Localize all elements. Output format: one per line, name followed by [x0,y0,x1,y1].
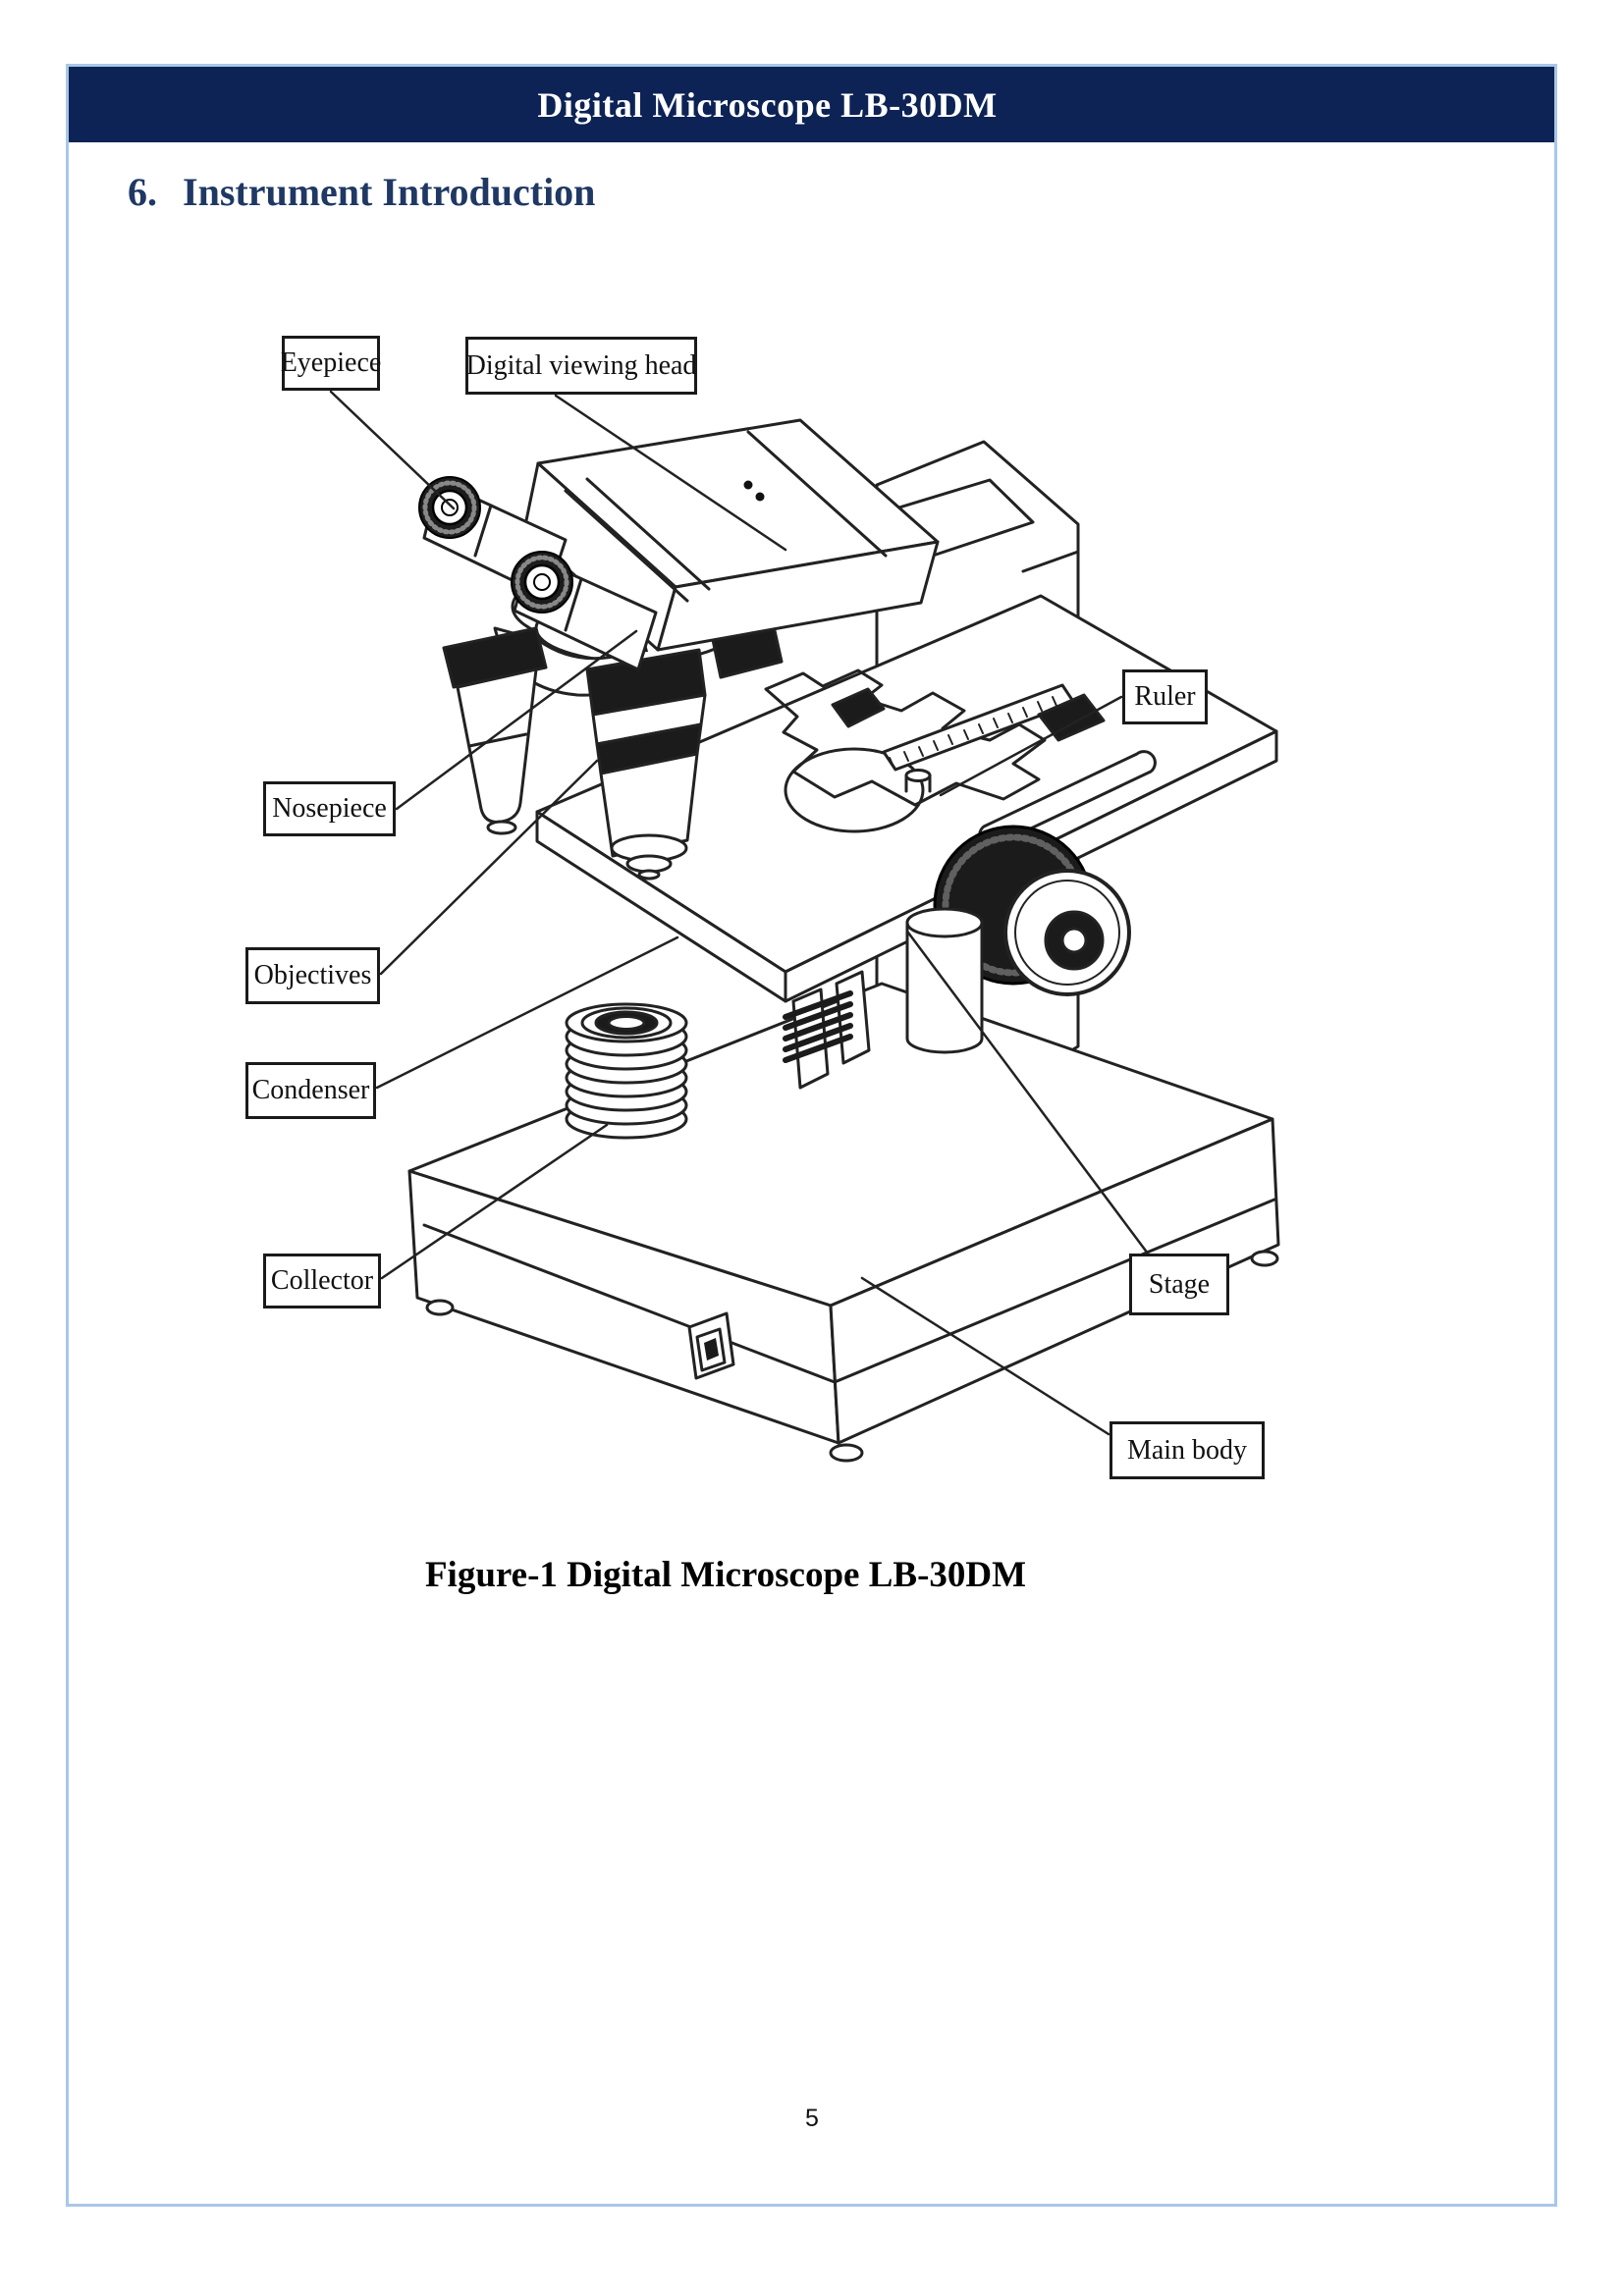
figure-caption: Figure-1 Digital Microscope LB-30DM [424,1555,1027,1595]
leader-ruler [939,695,1123,797]
leader-digital-viewing-head [554,394,787,552]
section-title: Instrument Introduction [183,170,596,214]
label-eyepiece: Eyepiece [281,336,381,391]
page-number: 5 [805,2105,819,2132]
section-heading: 6. Instrument Introduction [128,169,595,215]
leader-condenser [375,935,679,1090]
label-objectives: Objectives [245,947,380,1004]
leader-eyepiece [329,390,456,510]
microscope-collector [565,1002,688,1140]
leader-stage [906,931,1150,1255]
microscope-main-body [407,982,1280,1463]
eyepiece-left [418,476,481,539]
label-stage: Stage [1129,1254,1229,1315]
label-nosepiece: Nosepiece [263,781,396,836]
label-main-body: Main body [1110,1421,1265,1479]
leader-lines [329,390,1150,1436]
label-collector: Collector [263,1254,381,1308]
microscope-objectives [442,624,784,881]
page-header-title: Digital Microscope LB-30DM [537,84,998,125]
label-ruler: Ruler [1122,669,1208,724]
foot [425,1299,455,1316]
eyepiece-right [511,551,573,614]
foot [829,1443,864,1463]
microscope-eyepieces [418,476,658,671]
power-switch [687,1311,735,1380]
leader-nosepiece [395,629,638,811]
label-digital-viewing-head: Digital viewing head [465,337,697,395]
page-header-band: Digital Microscope LB-30DM [69,67,1554,142]
label-condenser: Condenser [245,1062,376,1119]
section-number: 6. [128,170,157,214]
leader-collector [380,1123,609,1280]
leader-objectives [379,759,599,976]
stage-clips [831,687,1106,742]
foot [1250,1250,1279,1267]
leader-main-body [860,1276,1110,1436]
